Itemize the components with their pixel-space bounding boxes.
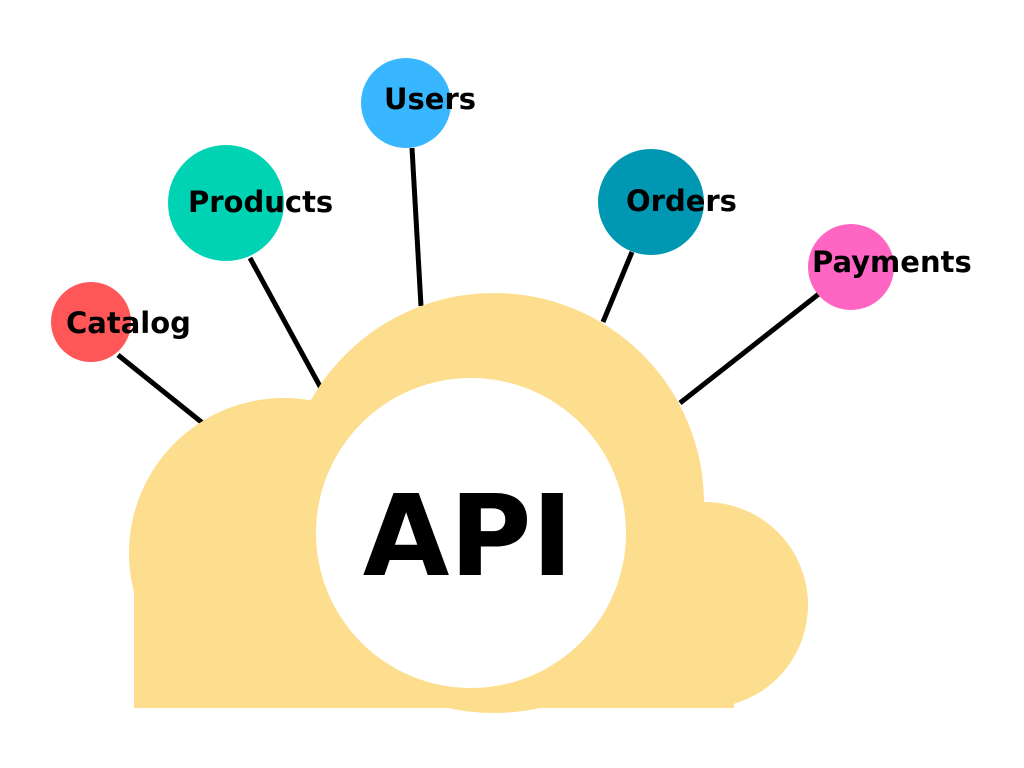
node-products-label: Products: [188, 185, 333, 219]
connector-users: [409, 147, 424, 307]
node-users: Users: [361, 58, 476, 148]
cloud-lobe-right: [602, 502, 808, 708]
node-products: Products: [168, 145, 333, 261]
api-label: API: [363, 472, 573, 602]
node-catalog-label: Catalog: [66, 306, 191, 340]
node-users-circle: [361, 58, 451, 148]
node-orders: Orders: [598, 149, 737, 255]
node-payments-label: Payments: [812, 245, 972, 279]
node-payments-circle: [808, 224, 894, 310]
node-users-label: Users: [384, 82, 476, 116]
connector-orders: [600, 251, 635, 323]
connector-catalog: [116, 353, 207, 427]
connector-payments: [678, 291, 822, 405]
node-orders-circle: [598, 149, 704, 255]
node-orders-label: Orders: [626, 184, 737, 218]
connectors: [116, 147, 822, 427]
connector-products: [247, 256, 325, 392]
node-catalog: Catalog: [51, 282, 191, 362]
node-catalog-circle: [51, 282, 131, 362]
api-center-circle: [316, 378, 626, 688]
node-payments: Payments: [808, 224, 972, 310]
node-products-circle: [168, 145, 284, 261]
